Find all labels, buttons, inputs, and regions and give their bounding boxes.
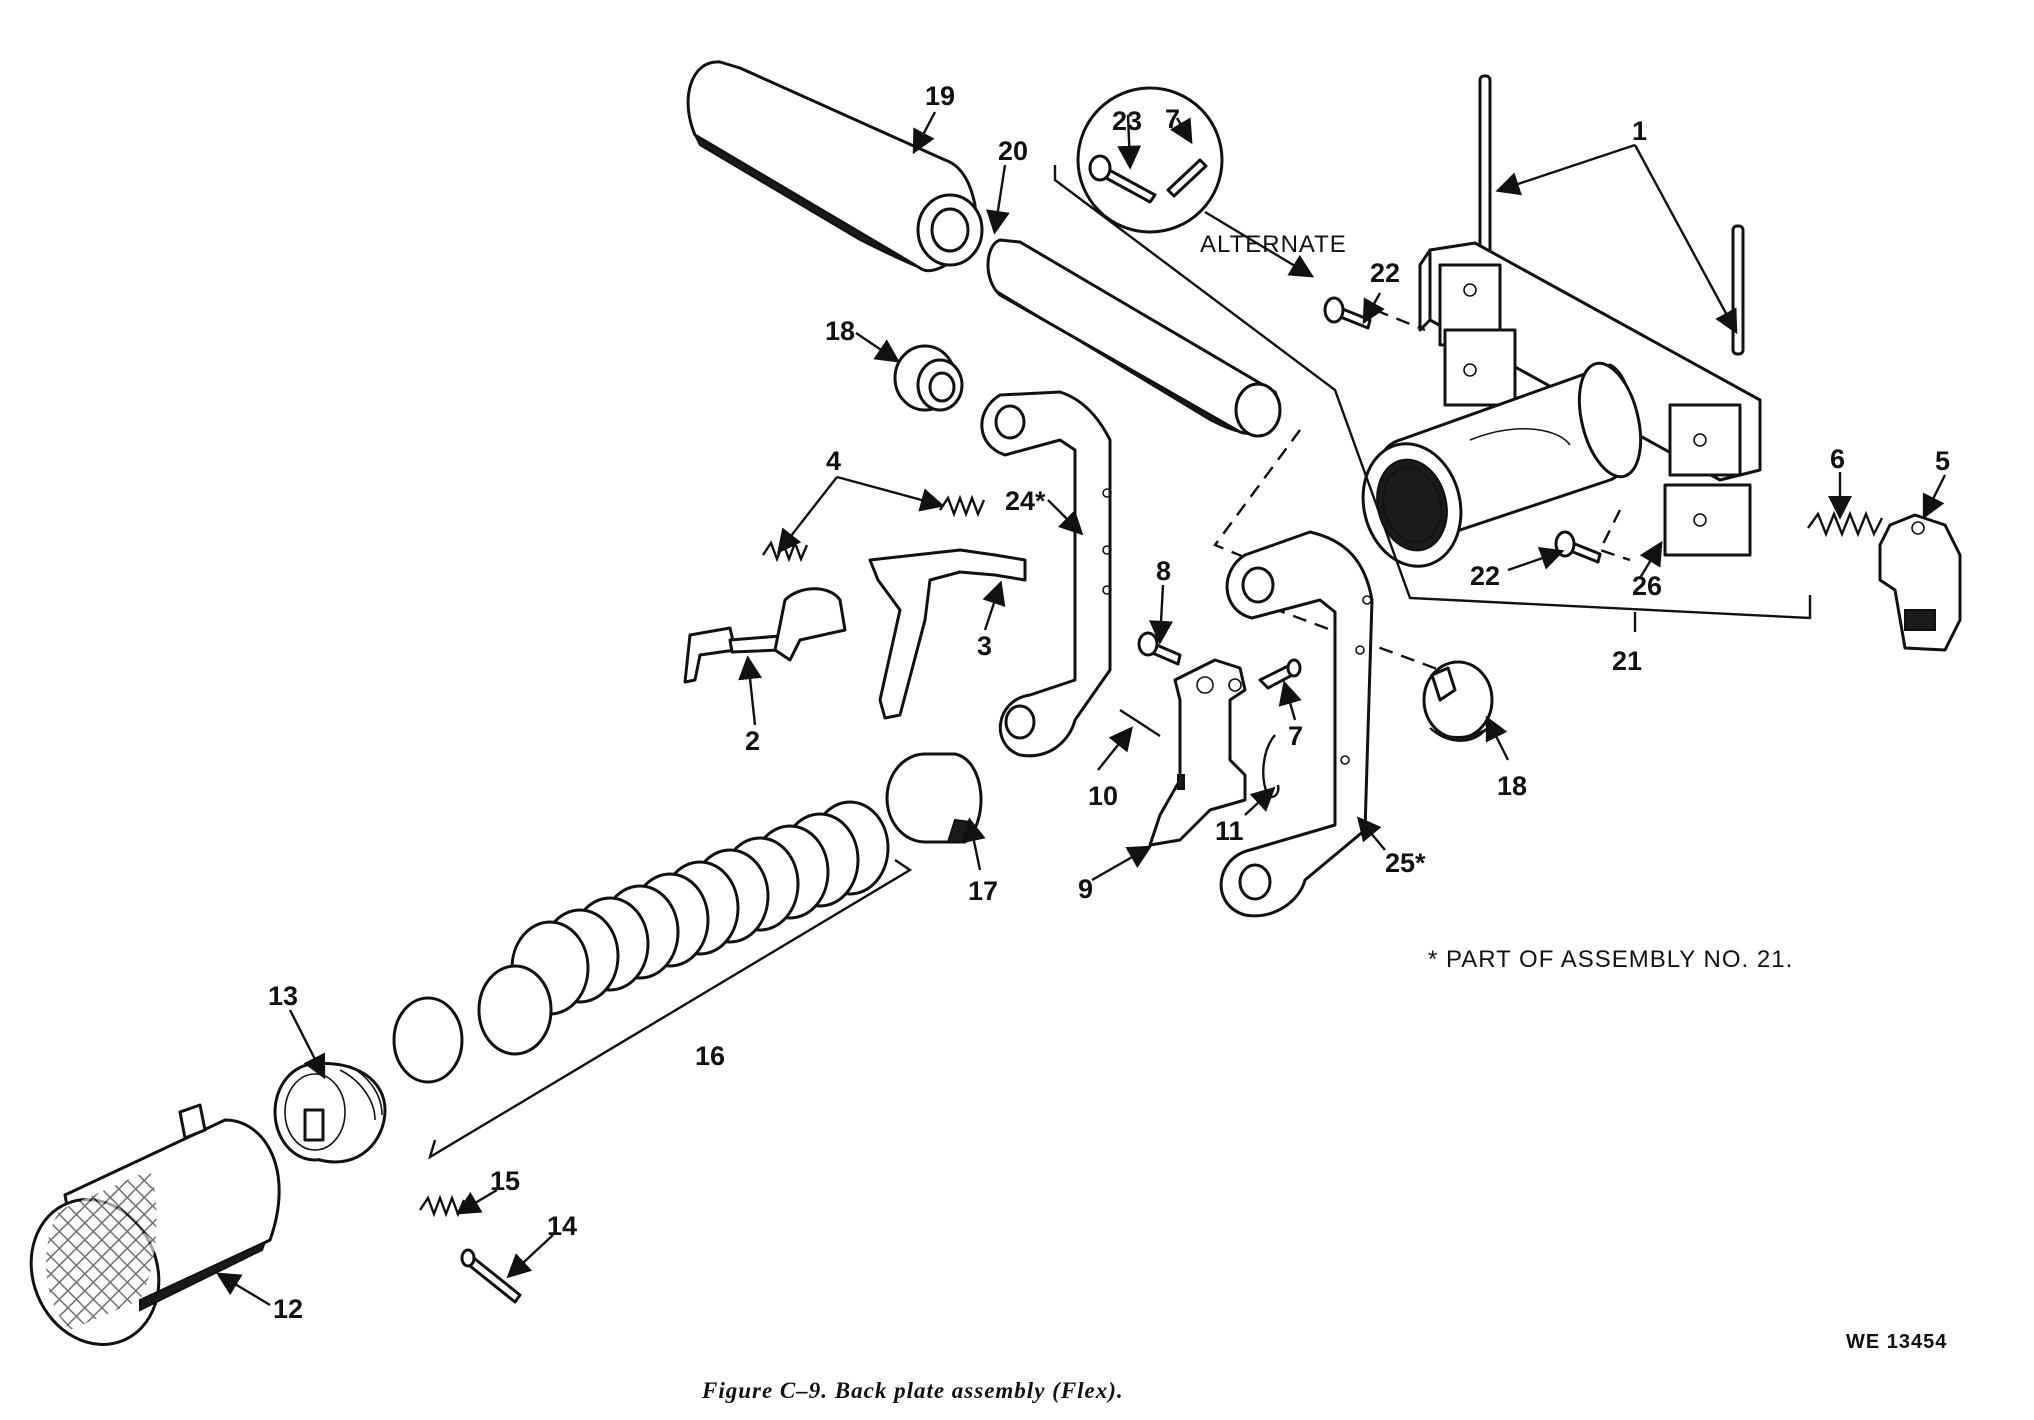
- part-2-lever: [683, 587, 847, 684]
- callout-21: 21: [1612, 646, 1642, 676]
- part-19-grip: [686, 60, 984, 273]
- part-9-trigger: [1148, 658, 1247, 847]
- part-20-tube: [986, 238, 1282, 438]
- callout-9: 9: [1078, 874, 1093, 904]
- part-13-nut: [273, 1061, 387, 1164]
- callout-14: 14: [547, 1211, 577, 1241]
- assembly-line-tube: [1213, 429, 1301, 582]
- callout-25: 25*: [1385, 848, 1426, 878]
- callout-23: 23: [1112, 106, 1142, 136]
- callout-7-top: 7: [1165, 104, 1180, 134]
- callout-5: 5: [1935, 446, 1950, 476]
- part-10-pin: [1119, 708, 1161, 738]
- callout-2: 2: [745, 726, 760, 756]
- callout-20: 20: [998, 136, 1028, 166]
- figure-id: WE 13454: [1846, 1331, 1947, 1353]
- part-21-backplate: [1361, 241, 1762, 568]
- part-17-cap: [885, 752, 983, 844]
- part-18-bushing-top: [893, 344, 964, 412]
- callout-13: 13: [268, 981, 298, 1011]
- bracket-21: [1053, 165, 1812, 620]
- part-14-pin: [460, 1248, 522, 1304]
- part-11-spring: [1262, 734, 1280, 799]
- callout-11: 11: [1215, 816, 1244, 846]
- part-24-arm: [980, 390, 1112, 758]
- callout-18-top: 18: [825, 316, 855, 346]
- part-15-spring: [419, 1194, 466, 1218]
- callout-18-bottom: 18: [1497, 771, 1527, 801]
- callout-1: 1: [1632, 116, 1647, 146]
- assembly-line-26: [1598, 509, 1631, 562]
- callout-15: 15: [490, 1166, 520, 1196]
- callout-19: 19: [925, 81, 955, 111]
- callout-12: 12: [273, 1294, 303, 1324]
- callout-22-bottom: 22: [1470, 561, 1500, 591]
- figure-caption: Figure C–9. Back plate assembly (Flex).: [701, 1378, 1124, 1403]
- callout-16: 16: [695, 1041, 725, 1071]
- part-16-discs: [392, 800, 890, 1084]
- callout-26: 26: [1632, 571, 1662, 601]
- leader-lines: [215, 111, 1947, 1307]
- callout-4: 4: [826, 446, 841, 476]
- callout-8: 8: [1156, 556, 1171, 586]
- assembly-note: * PART OF ASSEMBLY NO. 21.: [1428, 946, 1793, 973]
- part-1-rods: [1478, 74, 1745, 356]
- part-18-plug-bottom: [1422, 660, 1494, 742]
- part-7-clip: [1258, 658, 1302, 690]
- part-12-knurled-cap: [29, 1103, 281, 1346]
- part-3-sear: [868, 548, 1027, 720]
- part-6-spring: [1807, 510, 1884, 538]
- callout-7-bottom: 7: [1288, 721, 1303, 751]
- part-5-latch: [1878, 513, 1962, 652]
- callout-24: 24*: [1005, 486, 1046, 516]
- alternate-label: ALTERNATE: [1200, 231, 1347, 258]
- assembly-line-22a: [1374, 308, 1426, 332]
- part-25-arm: [1219, 530, 1374, 918]
- callout-3: 3: [977, 631, 992, 661]
- callout-22-top: 22: [1370, 258, 1400, 288]
- callout-17: 17: [968, 876, 998, 906]
- callout-10: 10: [1088, 781, 1118, 811]
- callout-labels: 19 20 23 7 ALTERNATE 22 1 18 4 24* 6 5 2…: [268, 81, 1950, 1324]
- bracket-16: [427, 859, 913, 1160]
- callout-6: 6: [1830, 444, 1845, 474]
